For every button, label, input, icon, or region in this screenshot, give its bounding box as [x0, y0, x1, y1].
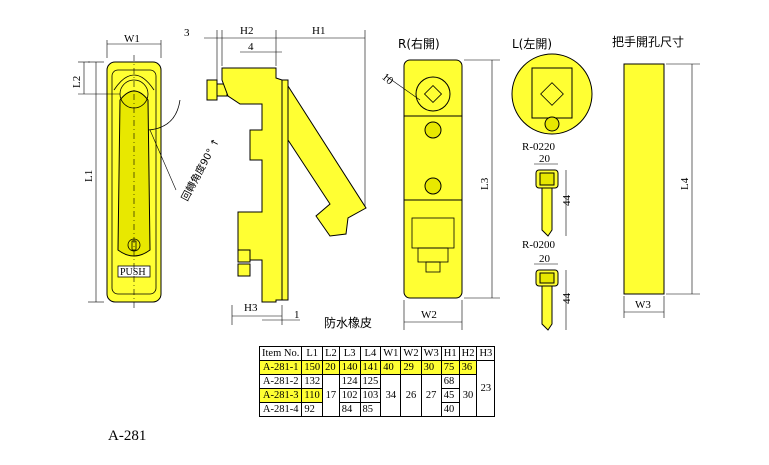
front-view: PUSH W1 L1 L2 回轉角度90° ↑ [71, 33, 222, 310]
table-row: A-281-4 92 84 85 40 [258, 402, 495, 417]
col-l1: L1 [301, 346, 324, 361]
col-w3: W3 [420, 346, 442, 361]
h2-label: H2 [240, 25, 253, 37]
col-item: Item No. [258, 346, 303, 361]
table-row: A-281-2 132 17 124 125 34 26 27 68 30 [258, 374, 495, 417]
cutout-rect [623, 63, 665, 295]
dim-3-label: 3 [184, 27, 190, 39]
key2-width: 20 [539, 253, 551, 265]
table-row: A-281-1 150 20 140 141 40 29 30 75 36 23 [258, 360, 496, 417]
col-h1: H1 [440, 346, 460, 361]
gasket-label: 防水橡皮 [324, 315, 372, 330]
l-screw-icon [544, 116, 560, 132]
left-open-view: L(左開) [511, 36, 593, 135]
spec-table: Item No. L1 L2 L3 L4 W1 W2 W3 H1 H2 H3 A… [258, 346, 496, 417]
key1-model: R-0220 [522, 141, 556, 153]
push-label: PUSH [120, 267, 146, 278]
dim-10-label: 10 [379, 71, 396, 88]
right-open-view: R(右開) 10 L3 W2 [379, 36, 500, 330]
table-header-row: Item No. L1 L2 L3 L4 W1 W2 W3 H1 H2 H3 [258, 346, 496, 361]
l3-label: L3 [479, 177, 491, 190]
cutout-title: 把手開孔尺寸 [612, 35, 684, 49]
left-open-title: L(左開) [512, 36, 552, 51]
rotation-label: 回轉角度90° ↑ [178, 136, 222, 203]
r-screw-1-icon [424, 121, 442, 139]
h1-label: H1 [312, 25, 325, 37]
model-number: A-281 [108, 428, 147, 444]
latch-body [221, 67, 283, 303]
key1-blade [541, 187, 553, 237]
key1-height: 44 [561, 195, 573, 207]
l2-label: L2 [71, 76, 83, 88]
key1-width: 20 [539, 153, 551, 165]
l4-label: L4 [679, 177, 691, 190]
col-l4: L4 [359, 346, 382, 361]
col-w1: W1 [380, 346, 402, 361]
r-screw-2-icon [424, 177, 442, 195]
col-l2: L2 [322, 346, 340, 361]
key-1: R-0220 20 44 [522, 141, 573, 237]
w2-label: W2 [421, 309, 437, 321]
r-lock-cylinder [415, 76, 451, 112]
key2-height: 44 [561, 293, 573, 305]
dim-1-label: 1 [294, 309, 300, 321]
col-l3: L3 [338, 346, 361, 361]
key2-model: R-0200 [522, 239, 556, 251]
lever-open [287, 84, 367, 237]
right-open-title: R(右開) [398, 36, 440, 51]
l1-label: L1 [83, 170, 95, 182]
col-h3: H3 [476, 346, 496, 361]
dim-4-label: 4 [248, 41, 254, 53]
col-w2: W2 [400, 346, 422, 361]
col-h2: H2 [458, 346, 478, 361]
side-view: 3 H2 H1 4 H3 1 防水橡皮 [184, 25, 372, 330]
cutout-view: 把手開孔尺寸 L4 W3 [612, 35, 700, 318]
w1-label: W1 [124, 33, 140, 45]
table-row: A-281-3 110 102 103 45 [258, 388, 495, 403]
w3-label: W3 [635, 299, 651, 311]
key2-blade [541, 285, 553, 331]
key-2: R-0200 20 44 [522, 239, 573, 331]
h3-label: H3 [244, 302, 258, 314]
screw-cap [206, 79, 218, 101]
